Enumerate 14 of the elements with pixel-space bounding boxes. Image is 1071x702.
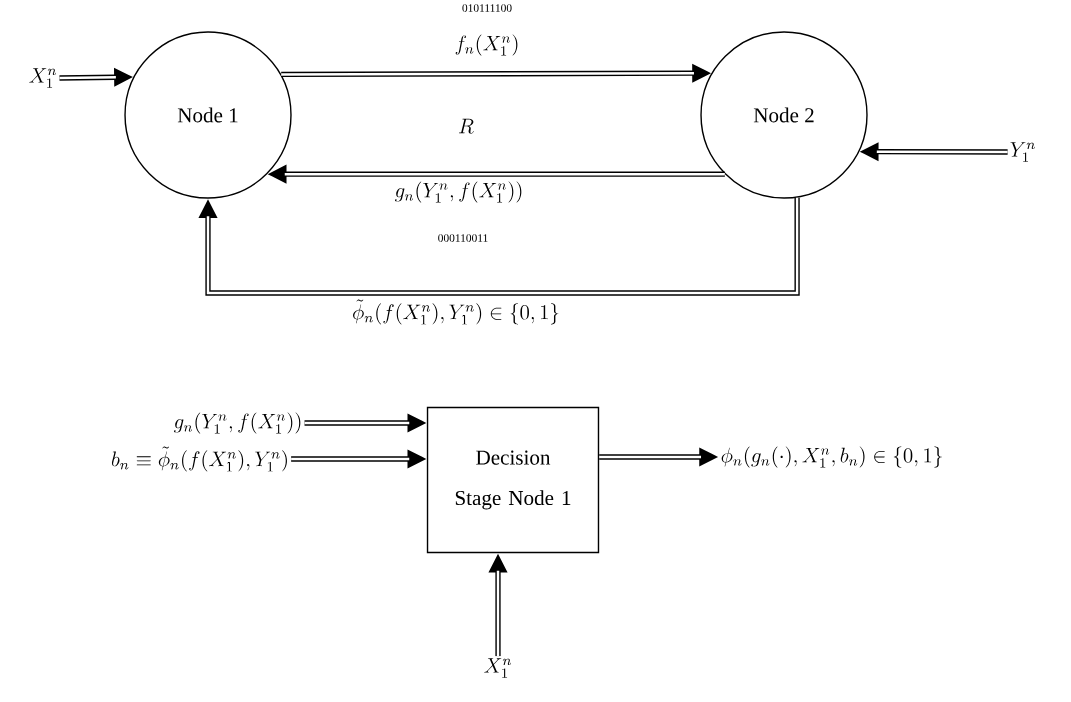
- edge-label: $f_n(X_1^n)$: [452, 32, 522, 58]
- signal-label: $X_1^n$: [484, 658, 512, 678]
- rate-label: R: [459, 118, 474, 134]
- signal-label: $X_1^n$: [29, 68, 57, 88]
- signal-label: $b_n \equiv \tilde{\phi}_n(f(X_1^n), Y_1^n)$: [111, 446, 287, 472]
- signal-label: $g_n(Y_1^n, f(X_1^n))$: [173, 412, 301, 434]
- process-box: Decision Stage Node 1: [426, 406, 600, 554]
- signal-label: $\phi_n(g_n(\cdot), X_1^n, b_n) \in \{0, 1\}$: [721, 446, 942, 468]
- signal-label: $Y_1^n$: [1010, 142, 1035, 162]
- edge-label: $\tilde{\phi}_n(f(X_1^n), Y_1^n) \in \{0, 1\}$: [350, 297, 562, 327]
- bit-string: 000110011: [438, 234, 488, 242]
- bit-string: 010111100: [462, 4, 512, 12]
- arrow: [198, 197, 800, 296]
- edge-label: $g_n(Y_1^n, f(X_1^n))$: [392, 179, 526, 205]
